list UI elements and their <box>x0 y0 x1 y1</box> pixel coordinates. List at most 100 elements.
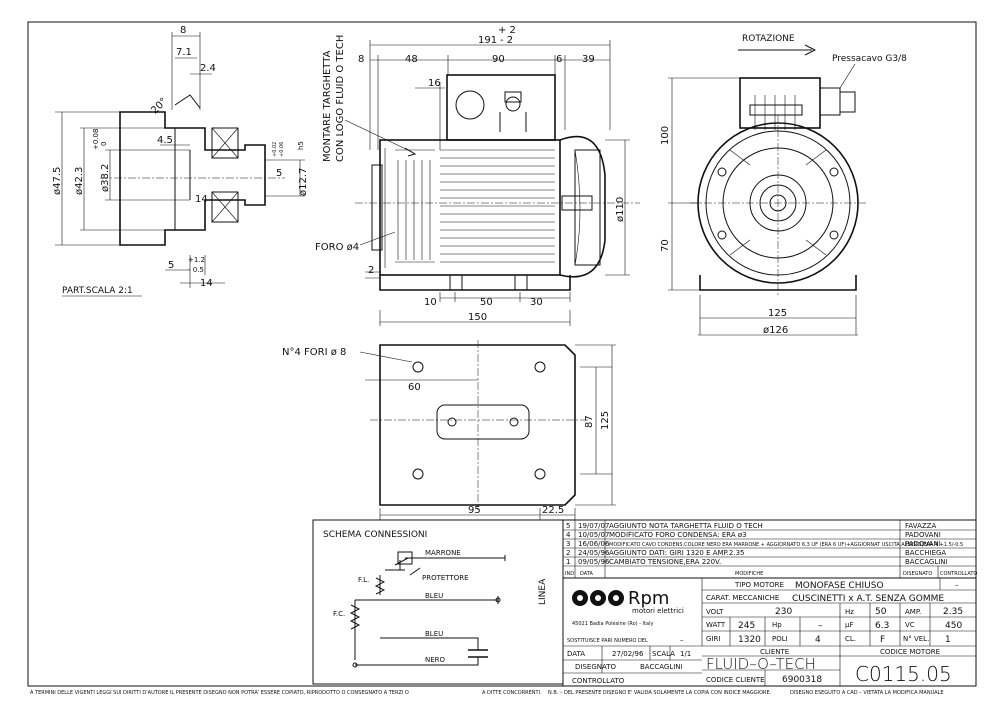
dim-side-plus2: + 2 <box>498 25 516 36</box>
rev-description: CAMBIATO TENSIONE,ERA 220V. <box>609 558 721 566</box>
tb-codice-motore-value: C0115.05 <box>855 662 952 686</box>
spec-hz-value: 50 <box>875 607 887 617</box>
spec-poli-label: POLI <box>772 635 788 643</box>
spec-uf-value: 6.3 <box>875 621 889 631</box>
spec-tipo-extra: – <box>955 581 959 589</box>
footer-competitors: A DITTE CONCORRENTI. <box>482 690 542 696</box>
rev-header-disegnato: DISEGNATO <box>903 571 932 577</box>
spec-hz-label: Hz <box>845 608 854 616</box>
wire-nero: NERO <box>425 656 446 664</box>
dim-detail-14-a: 14 <box>195 194 208 205</box>
title-block: Rpm motori elettrici 45021 Badia Polesin… <box>562 577 977 687</box>
tb-disegnato-value: BACCAGLINI <box>640 663 683 671</box>
rev-author: PADOVANI <box>905 531 941 539</box>
company-address: 45021 Badia Polesine (Ro) - Italy <box>572 621 653 627</box>
rev-author: PADOVANI <box>905 540 941 548</box>
rev-description: AGGIUNTO DATI: GIRI 1320 E AMP.2.35 <box>609 549 745 557</box>
tb-controllato-label: CONTROLLATO <box>572 677 625 685</box>
dim-detail-tol-002: +0.02 <box>272 142 278 157</box>
rev-description: AGGIUNTO NOTA TARGHETTA FLUID O TECH <box>609 522 763 530</box>
sheet-footer: A TERMINI DELLE VIGENTI LEGGI SUI DIRITT… <box>30 690 944 696</box>
spec-carat-label: CARAT. MECCANICHE <box>706 594 779 602</box>
cable-gland-label: Pressacavo G3/8 <box>832 54 907 64</box>
dim-base-87: 87 <box>584 415 595 428</box>
rev-author: BACCAGLINI <box>905 558 948 566</box>
spec-watt-label: WATT <box>706 621 726 629</box>
spec-carat-value: CUSCINETTI x A.T. SENZA GOMME <box>792 594 944 604</box>
dim-detail-d38: ø38.2 <box>100 164 111 192</box>
shaft-detail-view: 8 7.1 2.4 20° 4.5 +0.08 0 ø47.5 ø42.3 ø3… <box>52 25 309 297</box>
dim-side-16: 16 <box>428 78 441 89</box>
spec-amp-label: AMP. <box>905 608 921 616</box>
rev-number: 5 <box>566 522 570 530</box>
dim-side-90: 90 <box>492 54 505 65</box>
footer-copyright: A TERMINI DELLE VIGENTI LEGGI SUI DIRITT… <box>30 690 409 696</box>
dim-detail-5: 5 <box>276 168 282 179</box>
schema-linea: LINEA <box>538 578 548 605</box>
rotation-label: ROTAZIONE <box>742 34 795 44</box>
dim-side-191: 191 <box>478 35 497 46</box>
dim-detail-tol-006: +0.06 <box>279 142 285 157</box>
spec-tipo-label: TIPO MOTORE <box>734 581 784 589</box>
spec-cl-value: F <box>880 635 885 645</box>
tb-sostituisce-value: – <box>680 636 684 644</box>
wiring-schema-panel: SCHEMA CONNESSIONI MARRONE PROTETTORE BL… <box>312 519 564 685</box>
spec-cl-label: CL. <box>845 635 856 643</box>
wire-marrone: MARRONE <box>425 549 461 557</box>
dim-detail-tol-zero: 0 <box>100 142 108 146</box>
plate-note-line2: CON LOGO FLUID O TECH <box>335 35 346 162</box>
dim-base-125: 125 <box>600 411 611 430</box>
rev-number: 4 <box>566 531 571 539</box>
dim-side-d110: ø110 <box>615 197 626 222</box>
spec-uf-label: µF <box>845 621 853 629</box>
dim-side-30: 30 <box>530 297 543 308</box>
spec-hp-label: Hp <box>772 621 782 629</box>
spec-giri-value: 1320 <box>738 635 761 645</box>
wire-bleu-2: BLEU <box>425 630 443 638</box>
motor-side-view: + 2 191 - 2 8 48 90 6 39 16 ø110 <box>315 25 640 326</box>
rev-header-controllato: CONTROLLATO <box>940 571 977 577</box>
motor-base-view: 60 87 125 95 22.5 N°4 FORI ø 8 <box>282 340 616 520</box>
dim-detail-4-5: 4.5 <box>157 135 173 146</box>
tb-scala-label: SCALA <box>652 650 675 658</box>
spec-vc-value: 450 <box>945 621 962 631</box>
plate-note-line1: MONTARE TARGHETTA <box>322 50 333 162</box>
dim-detail-14-b: 14 <box>200 278 213 289</box>
footer-cad-note: DISEGNO ESEGUITO A CAD – VIETATA LA MODI… <box>790 690 944 696</box>
tb-cliente-label: CLIENTE <box>760 648 789 656</box>
wire-protettore: PROTETTORE <box>422 574 469 582</box>
rev-description: MODIFICATO CAVO CONDENS.COLORE NERO ERA … <box>609 542 963 548</box>
detail-scale-label: PART.SCALA 2:1 <box>62 286 133 296</box>
spec-watt-value: 245 <box>738 621 755 631</box>
dim-side-39: 39 <box>582 54 595 65</box>
dim-side-50: 50 <box>480 297 493 308</box>
tb-codice-cliente-value: 6900318 <box>782 675 822 685</box>
spec-giri-label: GIRI <box>706 635 720 643</box>
base-holes-label: N°4 FORI ø 8 <box>282 347 346 358</box>
spec-vel-label: N° VEL. <box>903 635 929 643</box>
tb-sostituisce-label: SOSTITUISCE PARI NUMERO DEL <box>567 638 648 644</box>
dim-front-d126: ø126 <box>763 325 788 336</box>
dim-detail-tol-plus: +0.08 <box>92 129 100 150</box>
rev-header-data: DATA <box>580 571 593 577</box>
spec-volt-label: VOLT <box>706 608 724 616</box>
dim-side-minus2: - 2 <box>500 35 513 46</box>
tb-disegnato-label: DISEGNATO <box>575 663 617 671</box>
rev-number: 2 <box>566 549 570 557</box>
dim-base-95: 95 <box>468 505 481 516</box>
tb-data-label: DATA <box>567 650 585 658</box>
dim-front-70: 70 <box>660 239 671 252</box>
tb-scala-value: 1/1 <box>680 650 691 658</box>
rev-header-modifiche: MODIFICHE <box>735 571 763 577</box>
dim-detail-d12: ø12.7 <box>298 168 309 196</box>
dim-detail-8: 8 <box>180 25 186 36</box>
dim-side-6: 6 <box>556 54 562 65</box>
rev-header-ind: IND <box>565 571 574 577</box>
rev-number: 3 <box>566 540 570 548</box>
rev-date: 19/07/07 <box>578 522 609 530</box>
dim-side-2: 2 <box>368 265 374 276</box>
rev-number: 1 <box>566 558 570 566</box>
rev-author: FAVAZZA <box>905 522 936 530</box>
